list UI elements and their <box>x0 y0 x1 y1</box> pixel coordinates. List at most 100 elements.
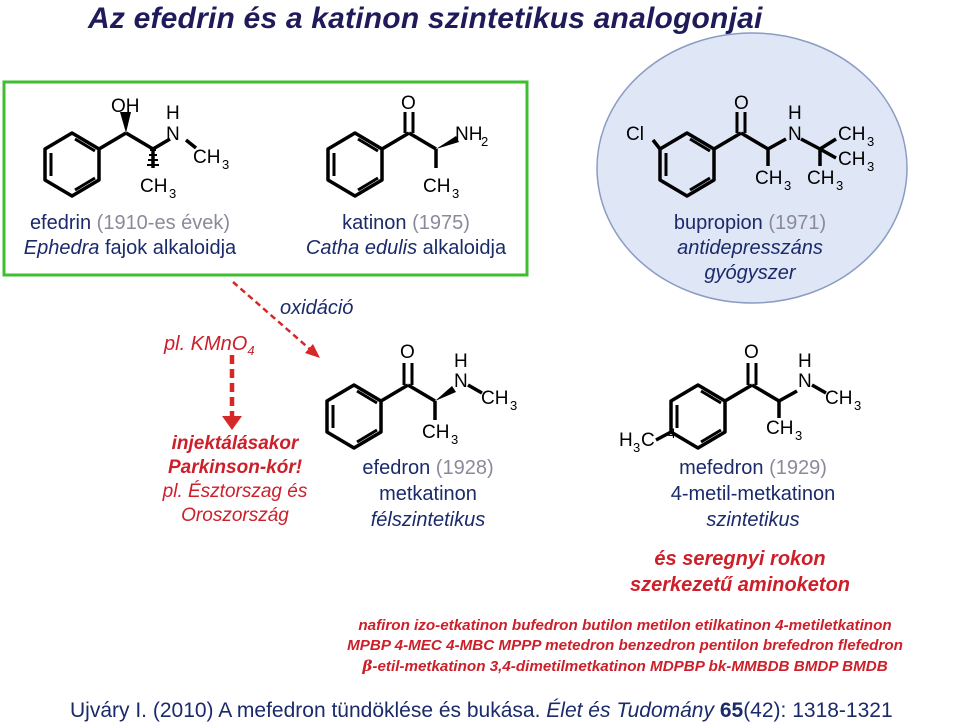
efedrin-ch3-n-sub: 3 <box>222 157 229 172</box>
efedron-year: (1928) <box>435 457 494 479</box>
efedron-o-label: O <box>400 342 415 363</box>
mefedron-year: (1929) <box>769 457 827 479</box>
efedrin-label: efedrin (1910-es évek) Ephedra fajok alk… <box>10 211 250 261</box>
katinon-year: (1975) <box>412 212 470 234</box>
efedrin-h-label: H <box>166 103 180 124</box>
bupropion-ch3-c-label: CH <box>755 168 782 189</box>
citation-issue: (42) <box>743 699 781 722</box>
bupropion-use: antidepresszáns <box>677 237 823 259</box>
efedron-ch3-n-sub: 3 <box>510 398 517 413</box>
citation-journal: Élet és Tudomány <box>546 699 714 722</box>
efedrin-wedge-bond <box>120 112 131 133</box>
efedron-wedge-bond <box>435 386 456 401</box>
efedron-structure <box>325 363 483 450</box>
bupropion-cl-label: Cl <box>626 124 644 145</box>
injection-arrowhead <box>222 416 242 430</box>
efedron-h-label: H <box>454 351 468 372</box>
mefedron-label: mefedron (1929) 4-metil-metkatinon szint… <box>628 455 878 533</box>
efedrin-ch3-c-label: CH <box>140 176 167 197</box>
bupropion-ch3-b-sub: 3 <box>867 159 874 174</box>
bupropion-ch3-a-label: CH <box>838 124 865 145</box>
efedrin-year: (1910-es évek) <box>96 212 231 234</box>
efedrin-n-label: N <box>166 124 180 145</box>
bupropion-n-label: N <box>788 124 802 145</box>
citation: Ujváry I. (2010) A mefedron tündöklése é… <box>70 699 893 723</box>
analog-list-line3: β-etil-metkatinon 3,4-dimetilmetkatinon … <box>290 656 960 677</box>
side-note: injektálásakor Parkinson-kór! pl. Észtor… <box>140 432 330 528</box>
mefedron-structure <box>655 363 827 450</box>
katinon-nh-label: NH <box>455 124 482 145</box>
efedrin-ch3-n-label: CH <box>193 147 220 168</box>
reagent-text: pl. KMnO <box>164 333 248 355</box>
mefedron-h3c-sub: 3 <box>633 440 640 455</box>
bupropion-ch3-d-sub: 3 <box>836 178 843 193</box>
analog-list: nafiron izo-etkatinon bufedron butilon m… <box>290 616 960 677</box>
bupropion-structure <box>651 112 837 198</box>
efedron-type: félszintetikus <box>370 509 486 531</box>
citation-authors: Ujváry I. (2010) A mefedron tündöklése é… <box>70 699 541 722</box>
natural-compounds-frame <box>2 80 529 277</box>
oxidation-reagent: pl. KMnO4 <box>164 333 255 358</box>
katinon-wedge-bond <box>436 136 459 149</box>
side-note-line1: injektálásakor <box>171 433 299 454</box>
efedron-alias: metkatinon <box>379 483 477 505</box>
beta-symbol: β <box>362 657 373 675</box>
citation-volume: 65 <box>719 699 744 722</box>
bupropion-ch3-c-sub: 3 <box>784 178 791 193</box>
efedrin-structure <box>43 131 198 198</box>
efedrin-oh-label: OH <box>111 96 140 117</box>
mefedron-o-label: O <box>744 342 759 363</box>
efedrin-ch3-c-sub: 3 <box>169 186 176 201</box>
efedron-label: efedron (1928) metkatinon félszintetikus <box>318 455 538 533</box>
mefedron-h3c-h: H <box>619 430 633 451</box>
aminoketon-line2: szerkezetű aminoketon <box>629 574 851 596</box>
analog-list-line2: MPBP 4-MEC 4-MBC MPPP metedron benzedron… <box>347 637 903 654</box>
katinon-ch3-sub: 3 <box>452 186 459 201</box>
analog-list-line3-text: -etil-metkatinon 3,4-dimetilmetkatinon M… <box>372 658 888 675</box>
oxidation-arrow <box>232 281 313 352</box>
efedrin-genus: Ephedra <box>23 237 100 259</box>
mefedron-type: szintetikus <box>706 509 800 531</box>
oxidation-label: oxidáció <box>280 297 354 319</box>
page-title: Az efedrin és a katinon szintetikus anal… <box>88 2 763 35</box>
citation-pages: : 1318-1321 <box>780 699 893 722</box>
bupropion-bubble <box>596 32 908 304</box>
efedron-ch3-n-label: CH <box>481 388 508 409</box>
katinon-structure <box>326 112 438 198</box>
katinon-genus: Catha edulis <box>305 237 418 259</box>
mefedron-ch3-n-label: CH <box>825 388 852 409</box>
katinon-label: katinon (1975) Catha edulis alkaloidja <box>286 211 526 261</box>
efedron-n-label: N <box>454 371 468 392</box>
mefedron-n-label: N <box>798 371 812 392</box>
analog-list-line1: nafiron izo-etkatinon bufedron butilon m… <box>358 617 892 634</box>
bupropion-ch3-a-sub: 3 <box>867 134 874 149</box>
side-note-line2: Parkinson-kór! <box>167 457 303 478</box>
mefedron-position-4: 4 <box>668 425 676 441</box>
bupropion-h-label: H <box>788 103 802 124</box>
efedrin-hash-bond <box>147 149 159 166</box>
efedrin-name: efedrin <box>29 212 92 234</box>
mefedron-alias: 4-metil-metkatinon <box>670 483 836 505</box>
side-note-line3: pl. Észtorszag és <box>162 481 308 502</box>
efedron-ch3-c-sub: 3 <box>451 432 458 447</box>
mefedron-name: mefedron <box>679 457 764 479</box>
bupropion-o-label: O <box>734 93 749 114</box>
mefedron-h3c-c: C <box>641 430 655 451</box>
katinon-nh-sub: 2 <box>481 134 488 149</box>
reagent-subscript: 4 <box>247 343 255 358</box>
mefedron-ch3-c-sub: 3 <box>795 428 802 443</box>
bupropion-label: bupropion (1971) antidepresszáns gyógysz… <box>630 211 870 286</box>
oxidation-arrowhead <box>305 344 320 358</box>
mefedron-ch3-n-sub: 3 <box>854 398 861 413</box>
mefedron-h-label: H <box>798 351 812 372</box>
bupropion-ch3-b-label: CH <box>838 149 865 170</box>
bupropion-type: gyógyszer <box>704 262 796 284</box>
bupropion-ch3-d-label: CH <box>807 168 834 189</box>
side-note-line4: Oroszország <box>181 505 289 526</box>
aminoketon-line1: és seregnyi rokon <box>654 548 826 570</box>
katinon-source: alkaloidja <box>422 237 507 259</box>
bupropion-year: (1971) <box>768 212 827 234</box>
efedron-ch3-c-label: CH <box>422 422 449 443</box>
katinon-ch3-label: CH <box>423 176 450 197</box>
